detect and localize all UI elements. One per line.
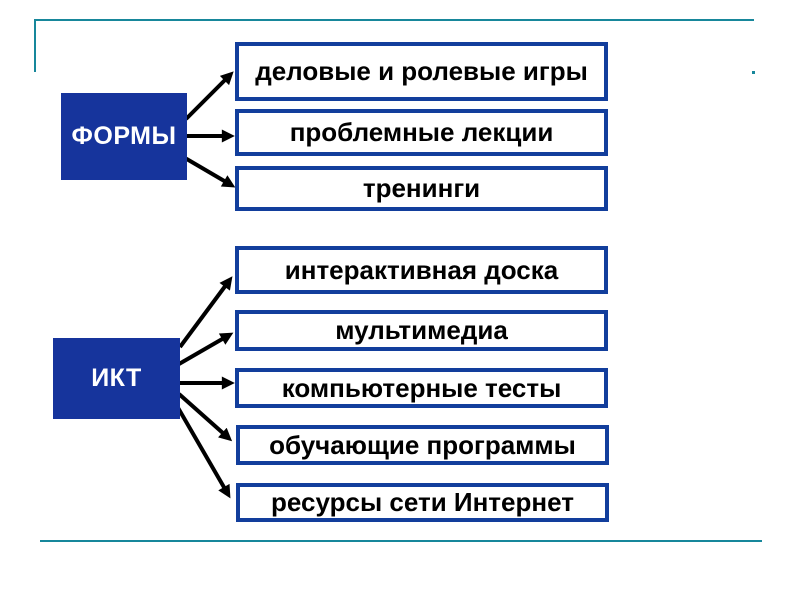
node-ikt-label: ИКТ	[91, 364, 142, 392]
item-multimedia: мультимедиа	[235, 310, 608, 351]
arrow-ikt-to-board	[178, 276, 233, 349]
corner-bracket-line	[34, 19, 36, 72]
item-trainings: тренинги	[235, 166, 608, 211]
arrow-forms-to-games	[184, 71, 234, 121]
item-label: деловые и ролевые игры	[255, 56, 588, 86]
arrow-ikt-to-programs	[177, 392, 233, 442]
item-training-programs: обучающие программы	[236, 425, 609, 465]
arrow-ikt-to-multimedia	[177, 332, 234, 366]
item-business-role-games: деловые и ролевые игры	[235, 42, 608, 101]
bottom-border-line	[40, 540, 762, 542]
arrow-ikt-to-internet	[175, 404, 231, 499]
arrow-forms-to-trainings	[183, 156, 236, 188]
node-forms: ФОРМЫ	[61, 93, 187, 180]
item-label: компьютерные тесты	[281, 372, 562, 403]
item-label: мультимедиа	[335, 315, 508, 345]
corner-dot	[752, 71, 755, 74]
top-border-line	[34, 19, 754, 21]
item-label: интерактивная доска	[284, 254, 559, 285]
item-computer-tests: компьютерные тесты	[235, 368, 608, 408]
item-label: обучающие программы	[269, 429, 576, 460]
item-problem-lectures: проблемные лекции	[235, 109, 608, 156]
item-interactive-board: интерактивная доска	[235, 246, 608, 294]
node-ikt: ИКТ	[53, 338, 180, 419]
item-label: ресурсы сети Интернет	[271, 487, 574, 517]
item-label: проблемные лекции	[289, 117, 554, 147]
node-forms-label: ФОРМЫ	[71, 122, 177, 150]
item-label: тренинги	[362, 173, 481, 203]
item-internet-resources: ресурсы сети Интернет	[236, 483, 609, 522]
